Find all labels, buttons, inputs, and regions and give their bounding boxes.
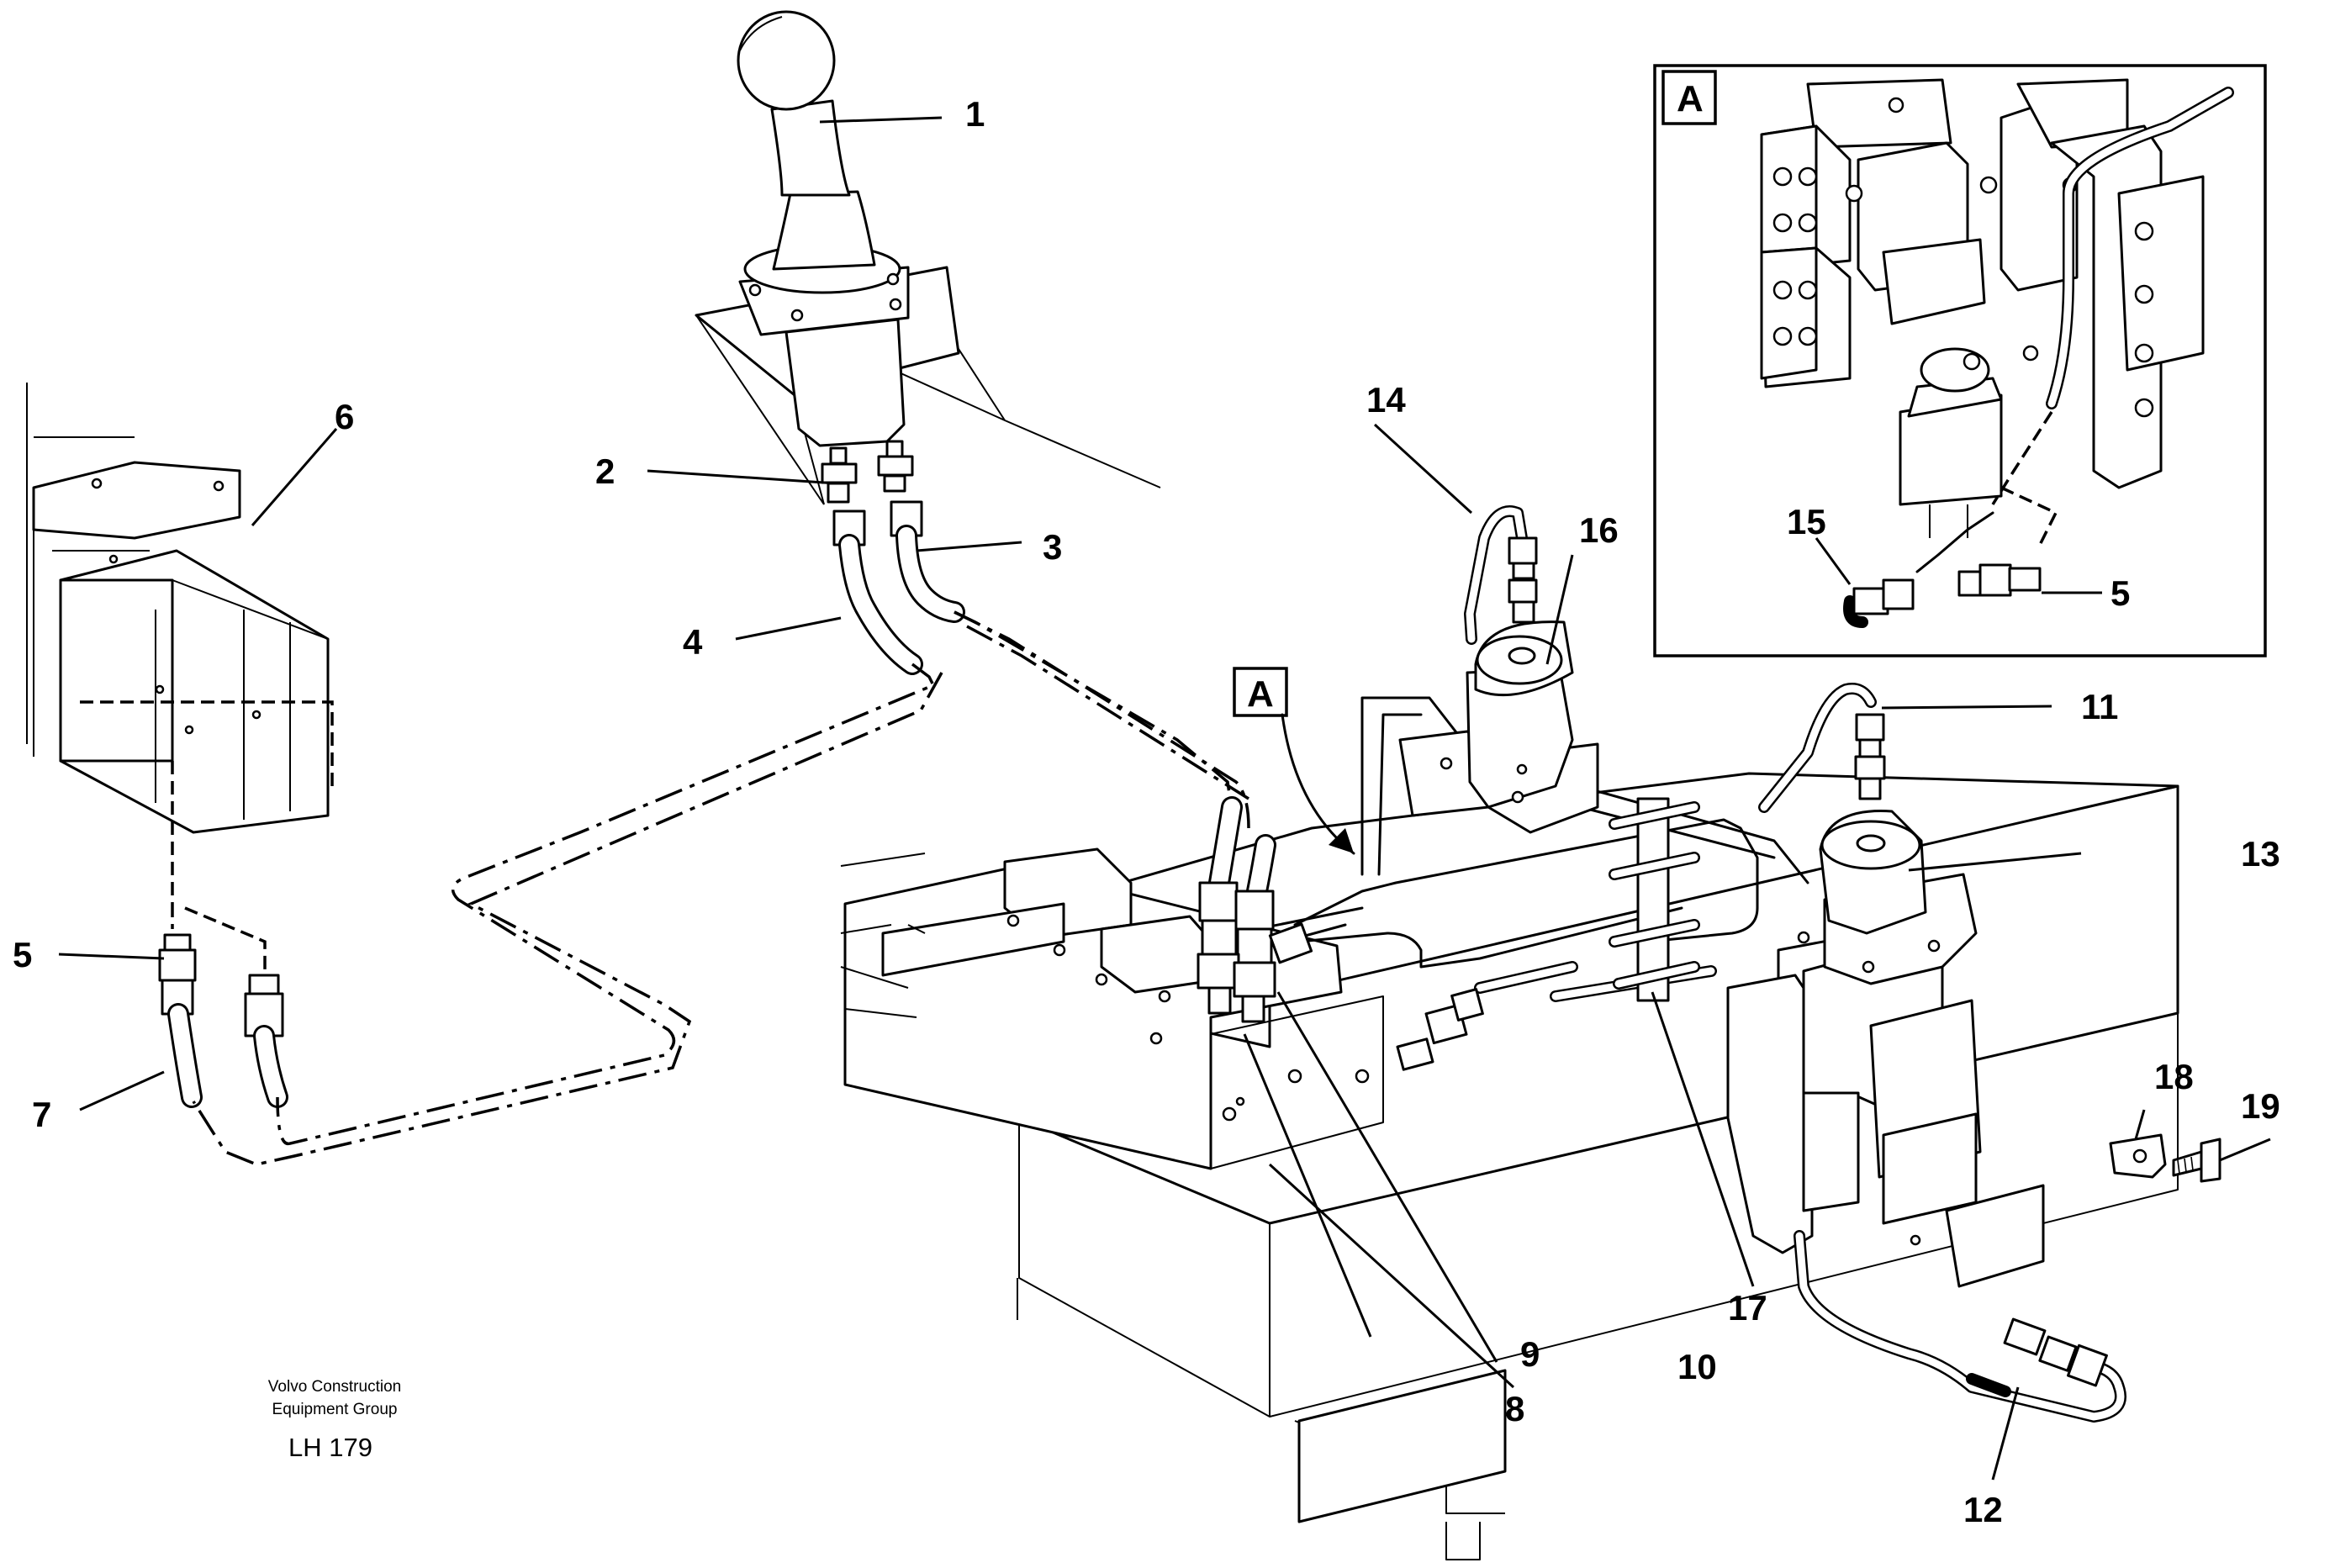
center-fitting-stack	[1197, 796, 1313, 1023]
callout-3: 3	[1043, 527, 1062, 567]
credit-line-1: Volvo Construction	[268, 1378, 401, 1396]
detail-marker-label: A	[1247, 673, 1274, 715]
callout-8: 8	[1505, 1389, 1524, 1428]
callout-6: 6	[335, 397, 354, 436]
detail-marker-a	[1233, 667, 1355, 855]
credit-line-2: Equipment Group	[272, 1401, 398, 1418]
servo-joystick	[695, 10, 960, 546]
valve-block-left	[32, 461, 334, 904]
detail-view-a	[1653, 64, 2267, 657]
callout-5-detail: 5	[2110, 573, 2130, 613]
callout-numbers: 1 2 3 4 5 6 7 8 9 10 11 12 13 14 15 16 1…	[13, 94, 2280, 1529]
callout-9: 9	[1520, 1334, 1540, 1374]
callout-10: 10	[1677, 1347, 1717, 1386]
left-hose-fittings	[158, 904, 288, 1108]
callout-14: 14	[1366, 380, 1406, 420]
callout-17: 17	[1728, 1288, 1767, 1328]
callout-18: 18	[2154, 1057, 2194, 1096]
solenoid-valve-16	[1398, 505, 1599, 834]
main-valve-piping	[1234, 696, 1809, 1071]
callout-2: 2	[595, 451, 615, 491]
callout-leaders	[58, 116, 2271, 1481]
callout-12: 12	[1963, 1490, 2003, 1529]
detail-box-label: A	[1677, 78, 1704, 119]
clamp-and-screw	[2109, 1133, 2221, 1183]
callout-16: 16	[1579, 510, 1619, 550]
callout-15: 15	[1787, 502, 1826, 541]
solenoid-valve-13	[1726, 683, 2126, 1423]
callout-13: 13	[2241, 834, 2280, 874]
callout-11: 11	[2081, 687, 2118, 726]
publisher-credit: Volvo Construction Equipment Group LH 17…	[268, 1378, 401, 1462]
drawing-code: LH 179	[288, 1433, 372, 1462]
callout-7: 7	[32, 1095, 51, 1134]
callout-1: 1	[965, 94, 985, 134]
joystick-hoses	[838, 525, 965, 675]
callout-5: 5	[13, 935, 32, 974]
callout-4: 4	[683, 622, 703, 662]
callout-19: 19	[2241, 1086, 2280, 1126]
